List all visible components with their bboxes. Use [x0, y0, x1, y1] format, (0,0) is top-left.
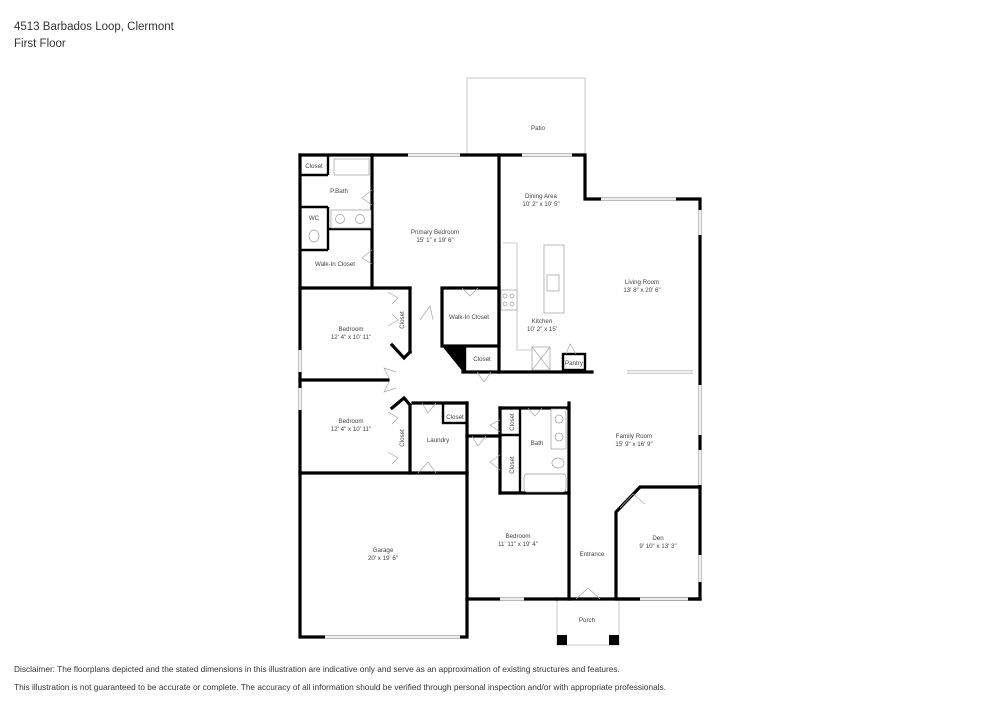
pantry-label: Pantry [565, 360, 584, 367]
bathtub [523, 473, 567, 493]
kitchen-label: Kitchen [532, 318, 553, 325]
bedroom2-closet-label: Closet [399, 311, 406, 329]
dining-label: Dining Area [525, 193, 558, 200]
dining-dims: 10' 2" x 10' 5" [522, 201, 559, 208]
patio-outline [466, 77, 586, 156]
porch-label: Porch [579, 617, 596, 624]
wc-label: WC [309, 215, 320, 222]
porch-column [557, 635, 567, 645]
bedroom3-closet-label: Closet [399, 429, 406, 447]
interior-walls [298, 153, 702, 601]
primary-bedroom-dims: 15' 1" x 19' 6" [416, 237, 453, 244]
floor-label: First Floor [14, 38, 66, 50]
hall-closet-label: Closet [473, 356, 491, 363]
entrance-label: Entrance [580, 551, 605, 558]
kitchen-dims: 10' 2" x 15' [527, 326, 557, 333]
bedroom2-label: Bedroom [338, 326, 363, 333]
bath-toilet [551, 457, 565, 469]
pbath-label: P.Bath [330, 188, 348, 195]
den-dims: 9' 10" x 13' 3" [639, 543, 676, 550]
bedroom3-dims: 12' 4" x 10' 11" [331, 426, 371, 433]
bath-label: Bath [531, 440, 544, 447]
porch-column [609, 635, 619, 645]
patio-label: Patio [531, 125, 546, 132]
kitchen-sink [546, 274, 560, 292]
family-room-dims: 15' 9" x 16' 9" [615, 441, 652, 448]
disclaimer-line-2: This illustration is not guaranteed to b… [14, 682, 666, 692]
garage-dims: 20' x 19' 6" [368, 555, 398, 562]
doors [361, 189, 646, 600]
disclaimer-line-1: Disclaimer: The floorplans depicted and … [14, 664, 620, 674]
family-room-label: Family Room [616, 433, 652, 440]
shower [333, 158, 370, 176]
primary-walkin-label: Walk-In Closet [315, 261, 355, 268]
pbath-closet-label: Closet [305, 163, 323, 170]
den-label: Den [652, 535, 664, 542]
laundry-label: Laundry [427, 437, 450, 444]
toilet [308, 229, 320, 243]
fixtures [308, 158, 567, 493]
hall-walkin-label: Walk-In Closet [449, 314, 489, 321]
windows [298, 153, 702, 639]
property-address: 4513 Barbados Loop, Clermont [14, 21, 174, 33]
bedroom3-label: Bedroom [338, 418, 363, 425]
bedroom4-dims: 11' 11" x 19' 4" [498, 541, 538, 548]
room-labels: Patio Dining Area 10' 2" x 10' 5" Living… [305, 125, 676, 624]
living-dims: 13' 8" x 20' 6" [623, 287, 660, 294]
living-label: Living Room [625, 279, 659, 286]
bath-closet1-label: Closet [509, 413, 516, 431]
garage-label: Garage [373, 547, 394, 554]
primary-bedroom-label: Primary Bedroom [411, 229, 459, 236]
stove [500, 289, 518, 311]
bedroom4-label: Bedroom [505, 533, 530, 540]
laundry-closet-label: Closet [446, 414, 464, 421]
bath-closet2-label: Closet [509, 456, 516, 474]
bedroom2-dims: 12' 4" x 10' 11" [331, 334, 371, 341]
